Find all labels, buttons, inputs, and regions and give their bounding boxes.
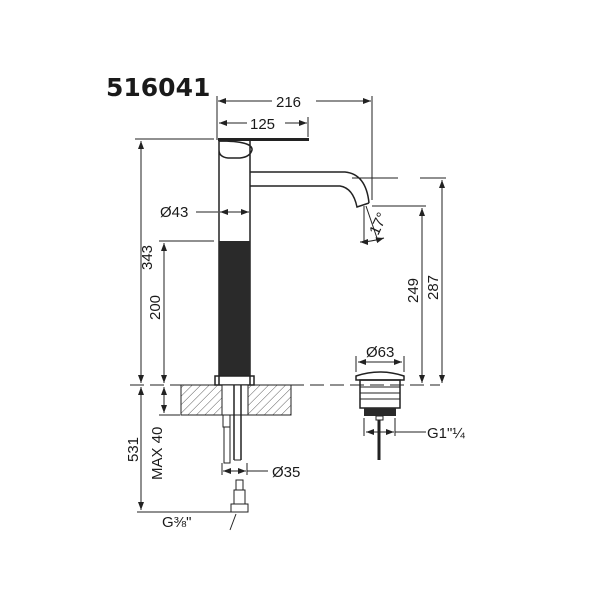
dim-shank-diameter: Ø35 [221,463,300,481]
faucet-body [214,138,370,386]
waste-thread-label: G1"¼ [427,425,465,442]
hose-fitting: G⅜" [162,479,249,531]
pop-up-waste: Ø63 G1"¼ [355,344,465,460]
dim-body-diameter: Ø43 [160,204,249,221]
body-diameter-label: Ø43 [160,204,188,221]
dim-spout-heights: 249 287 [352,177,446,383]
spout-angle-label: 17° [366,210,391,238]
spout-height-label: 249 [405,278,422,303]
dim-lever-length: 125 [219,116,309,137]
product-code: 516041 [106,73,210,102]
shank-diameter-label: Ø35 [272,464,300,481]
dim-total-height: 343 [135,138,214,383]
dim-knurled-height: 200 [147,240,214,383]
waste-diameter-label: Ø63 [366,344,394,361]
dim-overall-width: 216 [216,94,373,200]
lever-length-label: 125 [250,116,275,133]
spout-top-height-label: 287 [425,275,442,300]
overall-width-label: 216 [276,94,301,111]
max-counter-label: MAX 40 [149,427,166,480]
dim-spout-angle: 17° [359,205,391,245]
shank [222,385,242,464]
knurled-height-label: 200 [147,295,164,320]
dim-below-counter: 531 MAX 40 [125,387,232,513]
knurled-section [219,241,250,376]
below-counter-label: 531 [125,437,142,462]
hose-thread-label: G⅜" [162,514,192,531]
total-height-label: 343 [139,245,156,270]
